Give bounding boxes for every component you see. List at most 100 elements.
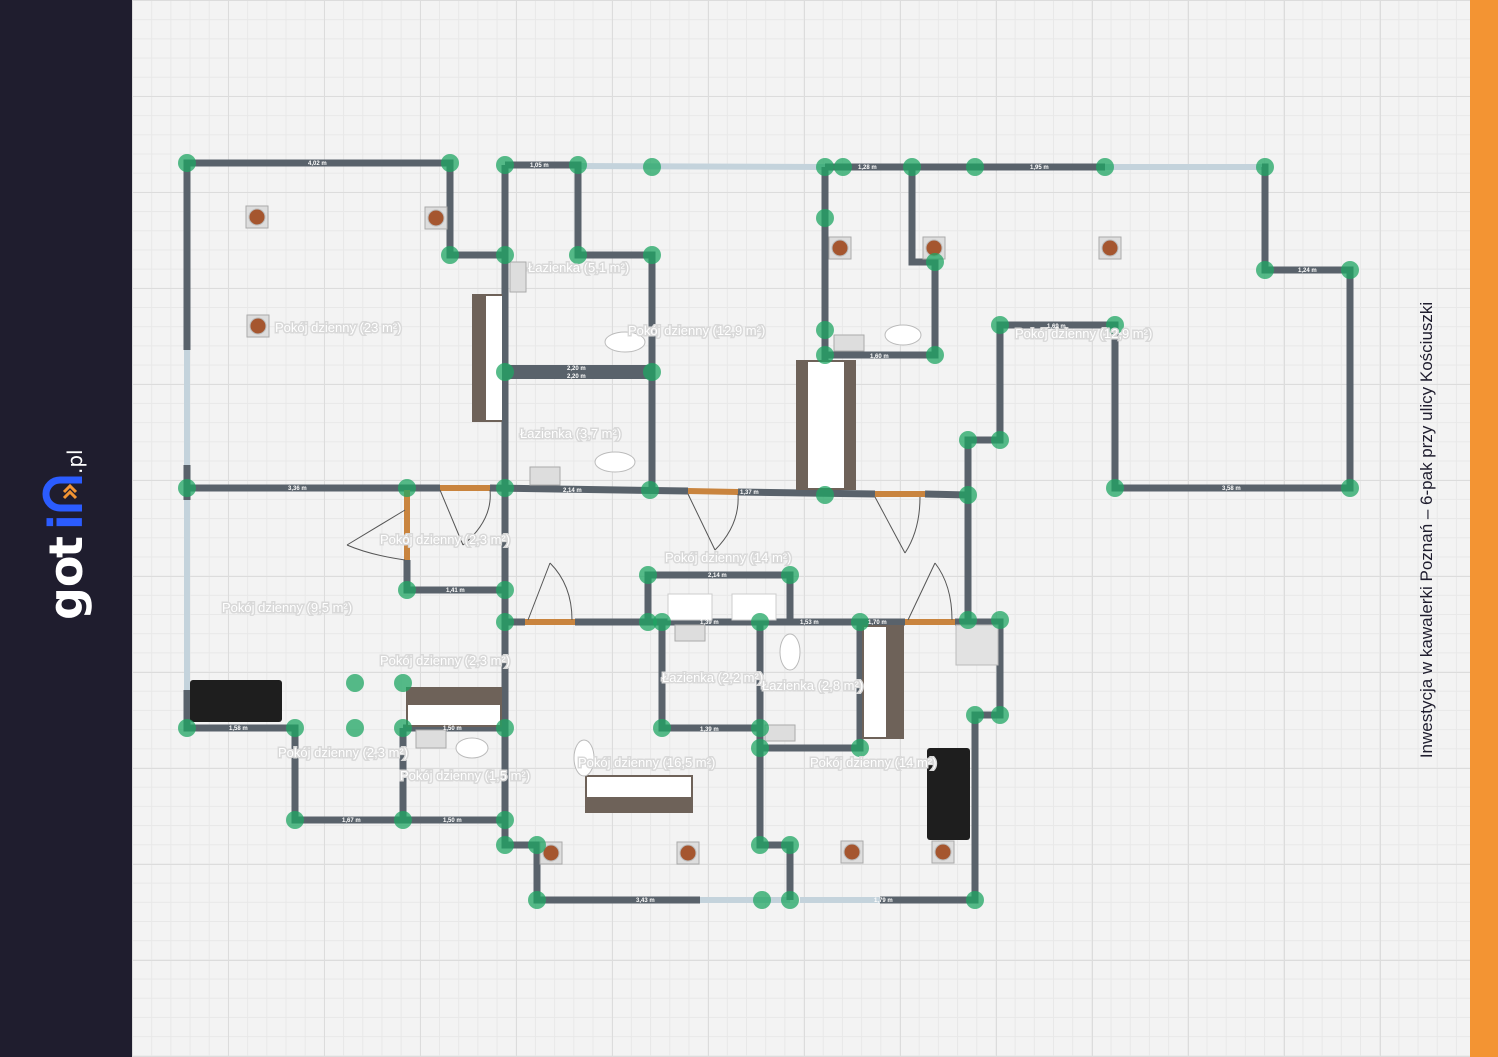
wall-node	[178, 154, 196, 172]
wall-node	[569, 246, 587, 264]
page-title: Inwestycja w kawalerki Poznań – 6-pak pr…	[1417, 301, 1436, 759]
wall-node	[966, 158, 984, 176]
doors	[346, 485, 955, 625]
svg-text:t: t	[39, 536, 93, 558]
dimension-label: 3,58 m	[1222, 486, 1241, 492]
svg-text:i: i	[39, 514, 93, 530]
toilet	[604, 331, 646, 353]
dimension-label: 1,70 m	[868, 620, 887, 626]
wall-node	[751, 739, 769, 757]
room-label: Pokój dzienny (12,9 m²)	[1015, 326, 1152, 341]
brand-sidebar: go t i .pl	[0, 0, 132, 1057]
wall-node	[926, 253, 944, 271]
room-label: Pokój dzienny (23 m²)	[275, 320, 401, 335]
wall-node	[496, 613, 514, 631]
dimension-label: 3,36 m	[288, 486, 307, 492]
wall-node	[286, 811, 304, 829]
furniture	[190, 261, 999, 840]
room-label: Łazienka (2,2 m²)	[662, 670, 763, 685]
wall-node	[966, 706, 984, 724]
dimension-label: 1,95 m	[1030, 165, 1049, 171]
room-label: Łazienka (2,8 m²)	[762, 678, 863, 693]
dimension-label: 3,43 m	[636, 898, 655, 904]
wall-node	[528, 891, 546, 909]
wall-node	[394, 719, 412, 737]
wall-node	[639, 613, 657, 631]
wall-node	[528, 836, 546, 854]
gotin-logo: go t i .pl	[39, 449, 93, 620]
wall-node	[1341, 479, 1359, 497]
dimension-label: 2,20 m	[567, 366, 586, 372]
svg-text:.pl: .pl	[63, 449, 87, 474]
wall-node	[441, 246, 459, 264]
room-label: Pokój dzienny (1,5 m²)	[400, 768, 530, 783]
wall-node	[496, 363, 514, 381]
dimension-label: 2,14 m	[708, 573, 727, 579]
wall-node	[903, 158, 921, 176]
wall-node	[496, 479, 514, 497]
wall-node	[653, 613, 671, 631]
wall-node	[1256, 158, 1274, 176]
room-label: Pokój dzienny (2,3 m²)	[380, 532, 510, 547]
room-label: Pokój dzienny (14 m²)	[665, 550, 791, 565]
dimension-label: 4,02 m	[308, 161, 327, 167]
wall-node	[834, 158, 852, 176]
wall-node	[851, 739, 869, 757]
wall-node	[816, 321, 834, 339]
wall-node	[991, 431, 1009, 449]
wall-node	[641, 481, 659, 499]
wall-node	[966, 891, 984, 909]
wall-node	[178, 719, 196, 737]
walls	[183, 159, 1354, 904]
wall-node	[394, 811, 412, 829]
grid-background	[132, 0, 1470, 1057]
sofa	[927, 748, 970, 840]
sofa	[190, 680, 282, 722]
wall-node	[178, 479, 196, 497]
wall-node	[286, 719, 304, 737]
wall-node	[753, 891, 771, 909]
dimension-label: 1,69 m	[1047, 324, 1066, 330]
dimension-label: 1,24 m	[1298, 268, 1317, 274]
wall-node	[441, 154, 459, 172]
wall-node	[398, 581, 416, 599]
room-label: Pokój dzienny (2,3 m²)	[380, 653, 510, 668]
toilet	[573, 739, 595, 777]
toilet	[779, 633, 801, 671]
wall-node	[1106, 316, 1124, 334]
dimension-labels: 4,02 m 1,05 m 1,28 m 1,95 m 1,24 m 2,20 …	[229, 161, 1317, 904]
room-label: Pokój dzienny (14 m²)	[810, 755, 936, 770]
wall-node	[643, 158, 661, 176]
wall-node	[959, 611, 977, 629]
dimension-label: 1,53 m	[800, 620, 819, 626]
wall-node	[991, 611, 1009, 629]
wall-node	[816, 209, 834, 227]
wall-node	[643, 246, 661, 264]
wall-node	[751, 836, 769, 854]
wall-node	[394, 674, 412, 692]
toilet	[594, 451, 636, 473]
room-label: Pokój dzienny (16,5 m²)	[578, 755, 715, 770]
dimension-label: 1,58 m	[229, 726, 248, 732]
wall-node	[751, 613, 769, 631]
dimension-label: 1,50 m	[443, 818, 462, 824]
windows	[184, 163, 1262, 903]
room-label: Łazienka (5,1 m²)	[528, 260, 629, 275]
wall-node	[751, 719, 769, 737]
dimension-label: 2,20 m	[567, 374, 586, 380]
wall-node	[959, 486, 977, 504]
wall-node	[926, 346, 944, 364]
room-labels: Pokój dzienny (23 m²) Łazienka (5,1 m²) …	[221, 259, 1154, 785]
wall-node	[781, 566, 799, 584]
wall-node	[1096, 158, 1114, 176]
dimension-label: 1,50 m	[443, 726, 462, 732]
toilet	[884, 324, 922, 346]
wall-node	[816, 346, 834, 364]
wall-node	[346, 674, 364, 692]
wall-node	[781, 891, 799, 909]
wall-node	[816, 158, 834, 176]
dimension-label: 1,67 m	[342, 818, 361, 824]
wall-node	[639, 566, 657, 584]
wall-node	[496, 581, 514, 599]
wall-node	[346, 719, 364, 737]
